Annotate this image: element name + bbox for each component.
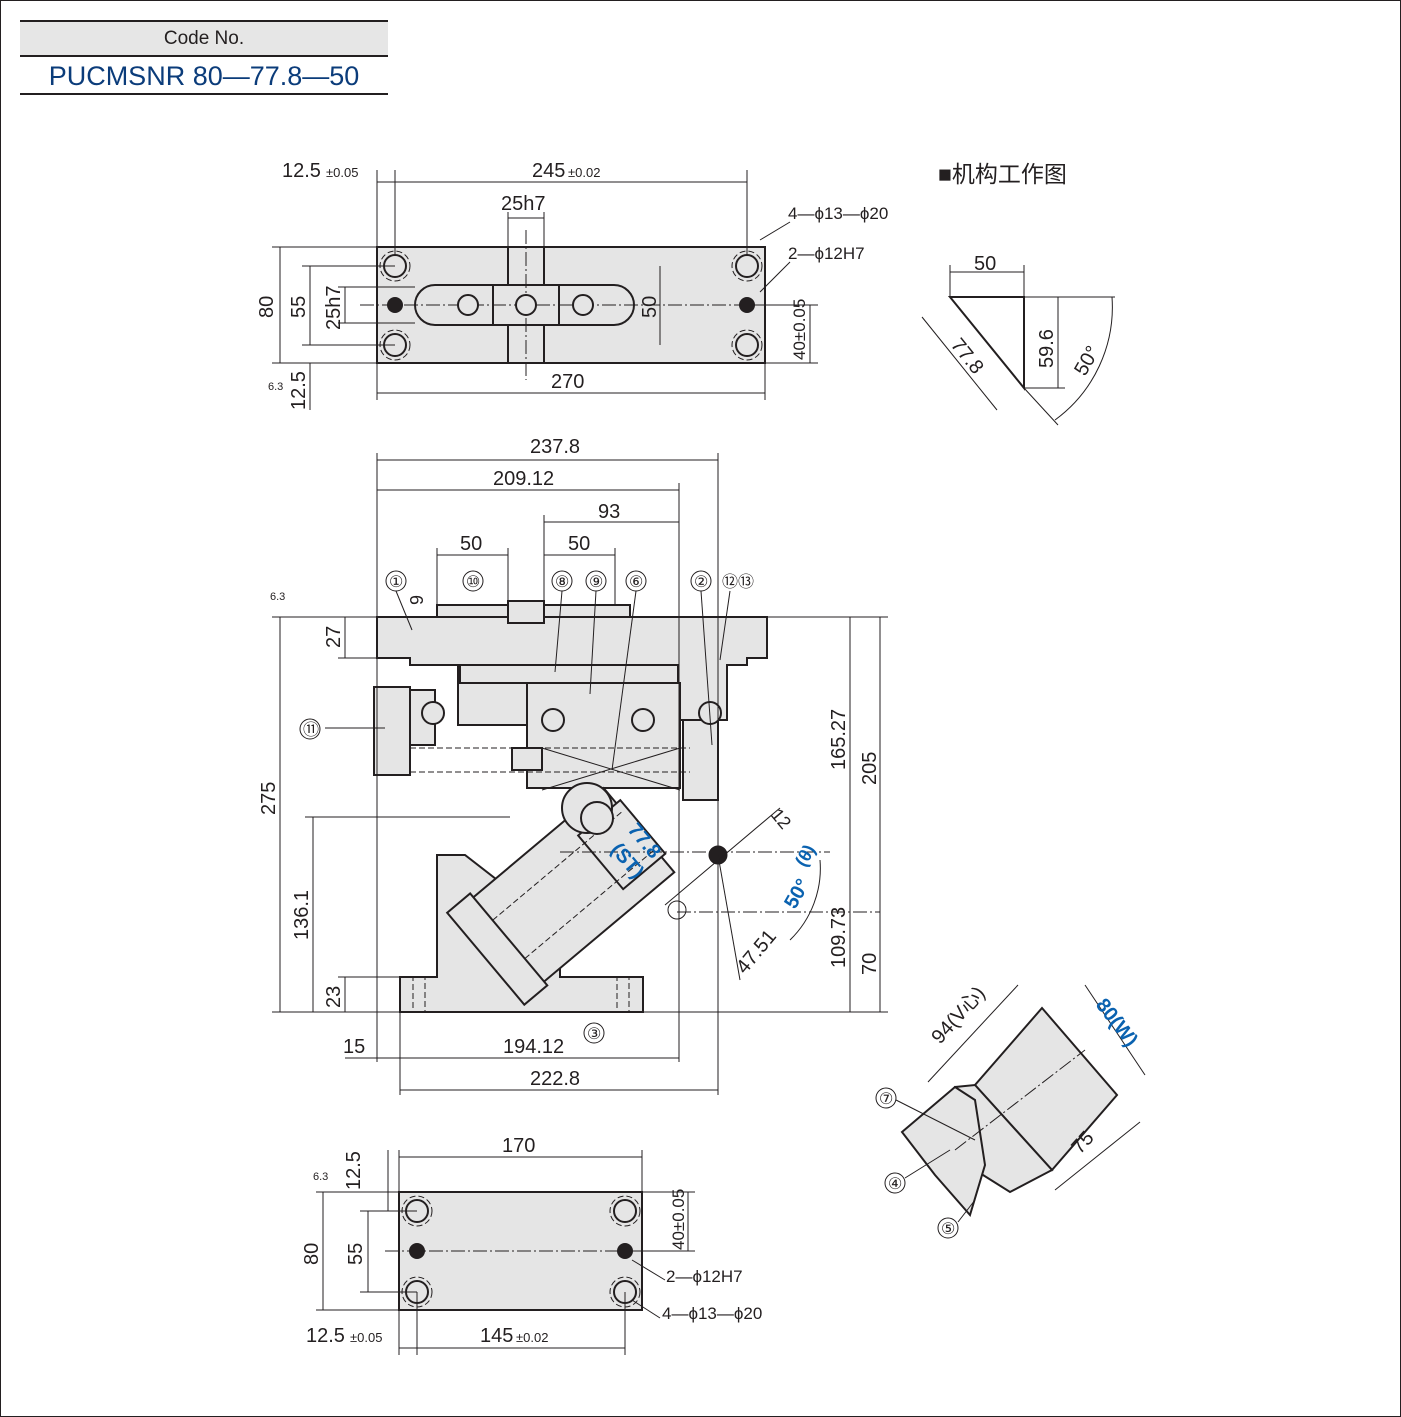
svg-text:±0.02: ±0.02 <box>568 165 600 180</box>
svg-text:④: ④ <box>888 1176 902 1193</box>
holes-callout-b: 2—ϕ12H7 <box>788 244 865 263</box>
mechanism-triangle <box>947 296 1025 391</box>
svg-text:59.6: 59.6 <box>1036 329 1058 368</box>
svg-text:50: 50 <box>974 253 996 275</box>
iso-view: ⑦ ④ ⑤ 94(V心) 80(W) 75 <box>875 982 1146 1239</box>
hole <box>735 254 759 278</box>
svg-text:237.8: 237.8 <box>530 436 580 458</box>
svg-text:9: 9 <box>407 595 427 605</box>
center-key <box>507 600 545 624</box>
svg-text:6.3: 6.3 <box>270 591 285 603</box>
svg-text:47.51: 47.51 <box>732 926 781 978</box>
hole <box>735 333 759 357</box>
guide-pin <box>511 747 543 771</box>
svg-text:⑫⑬: ⑫⑬ <box>722 573 754 591</box>
svg-text:③: ③ <box>587 1026 601 1043</box>
mechanism-diagram: ■机构工作图 50 59.6 77.8 50° <box>921 161 1115 426</box>
svg-text:⑧: ⑧ <box>555 574 569 591</box>
hole <box>631 708 655 732</box>
svg-text:275: 275 <box>258 782 280 815</box>
top-view: 12.5 ±0.05 245 ±0.02 25h7 4—ϕ13—ϕ20 2—ϕ1… <box>256 160 888 410</box>
svg-text:194.12: 194.12 <box>503 1036 564 1058</box>
svg-text:⑩: ⑩ <box>466 574 480 591</box>
svg-text:40±0.05: 40±0.05 <box>669 1189 688 1250</box>
dim-245: 245 <box>532 160 565 182</box>
svg-text:50: 50 <box>460 533 482 555</box>
hole <box>421 701 445 725</box>
svg-text:136.1: 136.1 <box>291 890 313 940</box>
svg-text:12.5: 12.5 <box>343 1151 365 1190</box>
svg-text:⑥: ⑥ <box>629 574 643 591</box>
dim-12-5: 12.5 <box>282 160 321 182</box>
svg-text:25h7: 25h7 <box>323 286 345 331</box>
svg-text:6.3: 6.3 <box>268 381 283 393</box>
slider-rail <box>459 664 679 684</box>
code-value: PUCMSNR 80—77.8—50 <box>20 57 388 95</box>
dim-270: 270 <box>551 371 584 393</box>
svg-text:①: ① <box>389 574 403 591</box>
svg-text:50°: 50° <box>1070 342 1104 379</box>
svg-text:±0.05: ±0.05 <box>326 165 358 180</box>
svg-text:②: ② <box>694 574 708 591</box>
pivot-hole <box>580 801 614 835</box>
bottom-view: 170 12.5 80 55 40±0.05 2—ϕ12H7 4—ϕ13—ϕ20… <box>301 1135 762 1355</box>
svg-text:⑨: ⑨ <box>589 574 603 591</box>
mechanism-title: ■机构工作图 <box>938 161 1067 187</box>
svg-text:94(V心): 94(V心) <box>927 982 989 1048</box>
hole <box>515 294 537 316</box>
svg-text:55: 55 <box>345 1243 367 1265</box>
svg-text:77.8: 77.8 <box>946 334 988 378</box>
svg-text:165.27: 165.27 <box>828 709 850 770</box>
stopper <box>682 719 719 801</box>
svg-text:80: 80 <box>301 1243 323 1265</box>
holes-callout-a: 4—ϕ13—ϕ20 <box>788 204 888 223</box>
svg-text:50: 50 <box>568 533 590 555</box>
svg-text:12.5: 12.5 <box>306 1325 345 1347</box>
svg-text:222.8: 222.8 <box>530 1068 580 1090</box>
cylinder-flange <box>445 892 549 1007</box>
svg-text:12.5: 12.5 <box>288 371 310 410</box>
svg-text:145: 145 <box>480 1325 513 1347</box>
svg-text:70: 70 <box>859 953 881 975</box>
iso-vblock <box>900 1085 987 1218</box>
svg-text:23: 23 <box>323 986 345 1008</box>
svg-text:40±0.05: 40±0.05 <box>790 299 809 360</box>
svg-text:±0.02: ±0.02 <box>516 1330 548 1345</box>
svg-text:170: 170 <box>502 1135 535 1157</box>
code-label: Code No. <box>20 20 388 57</box>
svg-text:6.3: 6.3 <box>313 1171 328 1183</box>
svg-text:80: 80 <box>256 296 278 318</box>
pin-hole <box>387 297 403 313</box>
svg-text:50: 50 <box>639 296 661 318</box>
bolt-block <box>373 686 411 776</box>
holes-callout-b: 2—ϕ12H7 <box>666 1267 743 1286</box>
hole <box>457 294 479 316</box>
svg-text:205: 205 <box>859 752 881 785</box>
svg-text:93: 93 <box>598 501 620 523</box>
svg-text:⑤: ⑤ <box>941 1221 955 1238</box>
svg-text:209.12: 209.12 <box>493 468 554 490</box>
dim-25h7: 25h7 <box>501 193 546 215</box>
svg-text:15: 15 <box>343 1036 365 1058</box>
svg-text:⑪: ⑪ <box>303 721 319 739</box>
hole <box>572 294 594 316</box>
holes-callout-a: 4—ϕ13—ϕ20 <box>662 1304 762 1323</box>
width-value: 80(W) <box>1091 995 1142 1051</box>
svg-text:27: 27 <box>323 626 345 648</box>
svg-text:(θ): (θ) <box>791 841 819 870</box>
svg-text:12: 12 <box>767 805 795 833</box>
hole <box>541 708 565 732</box>
svg-text:±0.05: ±0.05 <box>350 1330 382 1345</box>
angle-value: 50° <box>780 875 814 912</box>
svg-text:109.73: 109.73 <box>828 907 850 968</box>
svg-text:⑦: ⑦ <box>879 1091 893 1108</box>
svg-text:55: 55 <box>288 296 310 318</box>
front-view: ① ⑩ ⑧ ⑨ ⑥ ② ⑫⑬ ⑪ ③ 237.8 209.12 93 50 50… <box>258 436 888 1095</box>
